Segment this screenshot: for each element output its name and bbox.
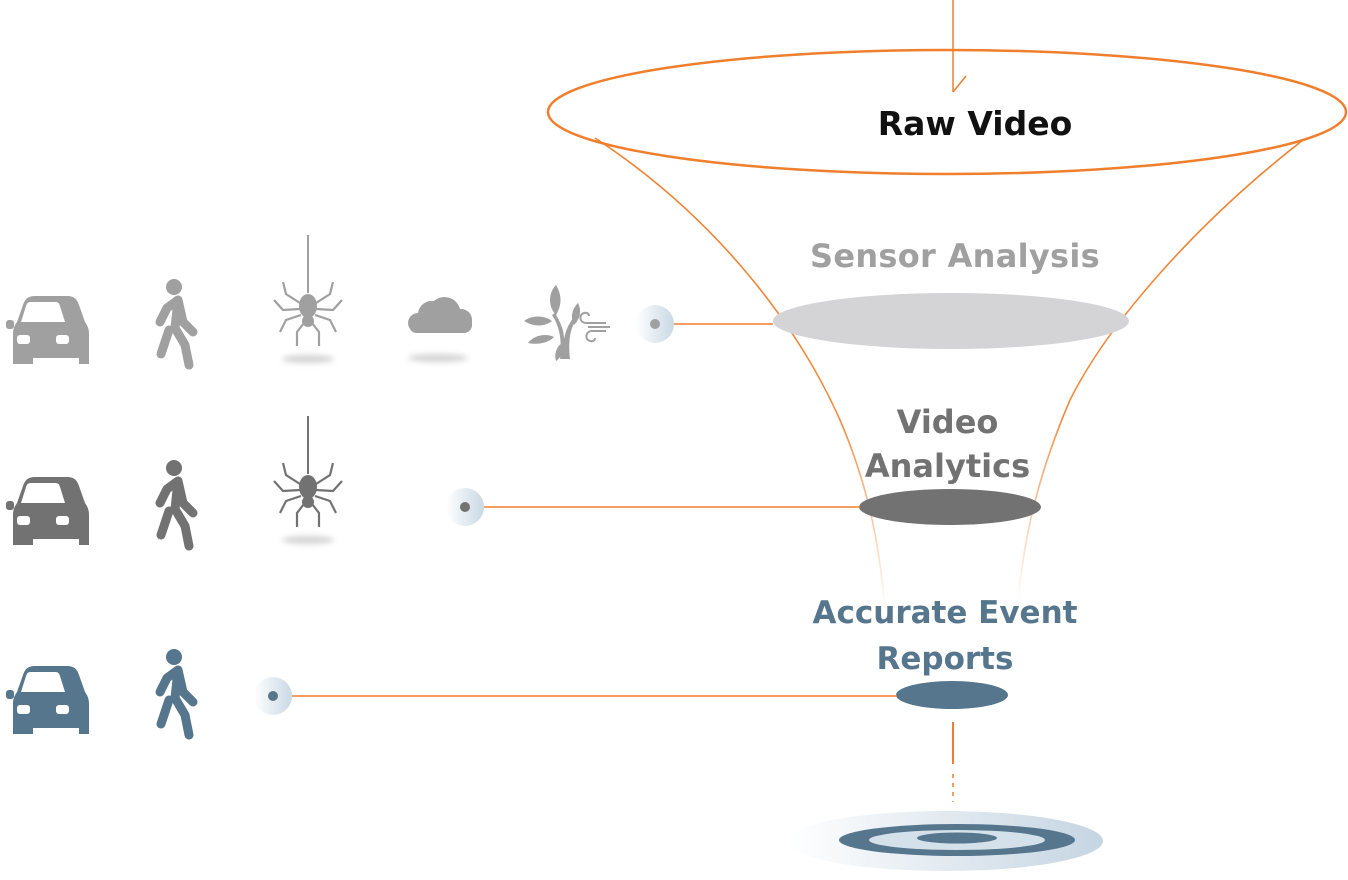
funnel-left-edge — [594, 137, 886, 611]
tree-wind-icon — [524, 285, 610, 361]
video-analytics-disc — [859, 489, 1041, 525]
connector-dot-video — [446, 488, 484, 526]
raw-video-ellipse — [546, 48, 1348, 176]
car-icon — [6, 296, 89, 364]
sensor-analysis-disc — [773, 293, 1129, 349]
connector-dot-accurate — [254, 677, 292, 715]
car-icon — [6, 666, 89, 734]
sensor-analysis-label-line: Sensor Analysis — [809, 237, 1100, 275]
video-analytics-label-line: Video — [896, 403, 999, 441]
pedestrian-icon — [155, 649, 198, 740]
video-analytics-label-line: Analytics — [864, 447, 1031, 485]
input-arrow — [952, 0, 967, 93]
spider-icon — [273, 416, 343, 544]
accurate-event-reports-label-line: Accurate Event — [812, 595, 1078, 631]
raw-video-label: Raw Video — [877, 104, 1073, 143]
pedestrian-icon — [155, 460, 198, 551]
funnel-right-edge — [1017, 139, 1304, 601]
accurate-reports-disc — [896, 681, 1008, 709]
accurate-event-reports-label-line: Reports — [876, 641, 1014, 677]
sensor-analysis-label: Sensor Analysis — [770, 237, 1140, 275]
video-analytics-label: Video Analytics — [820, 400, 1075, 488]
cloud-icon — [408, 297, 473, 362]
pedestrian-icon — [155, 279, 198, 370]
connector-dot-sensor — [636, 305, 674, 343]
spider-icon — [273, 235, 343, 363]
accurate-event-reports-label: Accurate Event Reports — [770, 590, 1120, 682]
car-icon — [6, 477, 89, 545]
target-icon — [787, 811, 1103, 871]
